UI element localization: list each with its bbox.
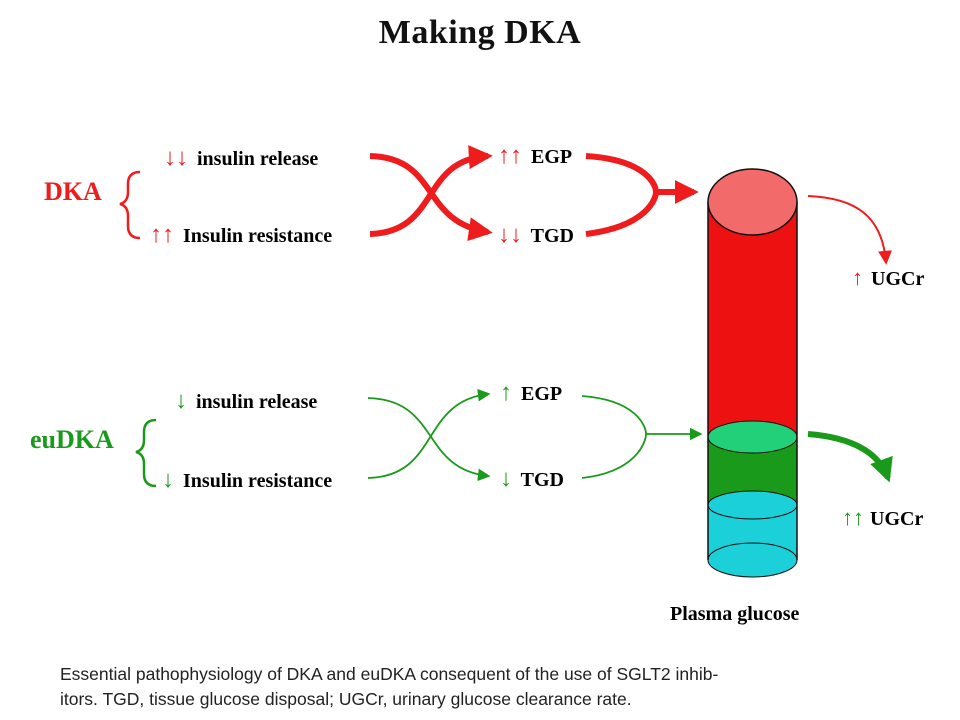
dka-out-tgd-arrows: ↓↓ <box>498 222 522 248</box>
caption-line-1: Essential pathophysiology of DKA and euD… <box>60 664 719 684</box>
eudka-out-tgd: ↓ TGD <box>500 466 564 492</box>
eudka-input1-arrows: ↓ <box>175 388 187 414</box>
dka-cross-arrow-up <box>369 145 493 237</box>
dka-input2-arrows: ↑↑ <box>150 222 174 248</box>
dka-ugcr-arrows: ↑ <box>852 265 863 290</box>
dka-out-tgd-text: TGD <box>531 225 574 247</box>
dka-input1: ↓↓ insulin release <box>164 145 318 171</box>
eudka-group-label: euDKA <box>30 425 114 454</box>
eudka-input2: ↓ Insulin resistance <box>162 467 332 493</box>
eudka-ugcr-arrows: ↑↑ <box>842 505 864 530</box>
dka-out-egp-text: EGP <box>531 146 572 168</box>
cylinder-cyan-top <box>707 490 798 520</box>
dka-out-egp: ↑↑ EGP <box>498 143 572 169</box>
eudka-input2-arrows: ↓ <box>162 467 174 493</box>
dka-merge-curve <box>585 153 660 237</box>
eudka-out-tgd-text: TGD <box>521 469 564 491</box>
eudka-out-egp-arrows: ↑ <box>500 380 512 406</box>
eudka-ugcr-arrow <box>807 431 893 483</box>
eudka-cross-arrow-down <box>367 397 491 482</box>
dka-brace <box>119 170 141 240</box>
dka-out-tgd: ↓↓ TGD <box>498 222 574 248</box>
eudka-ugcr: ↑↑ UGCr <box>842 505 923 530</box>
eudka-input1: ↓ insulin release <box>175 388 317 414</box>
cylinder-green-top <box>707 420 798 454</box>
dka-input2-text: Insulin resistance <box>183 225 332 247</box>
eudka-ugcr-text: UGCr <box>870 508 923 530</box>
dka-group-label: DKA <box>44 177 102 206</box>
caption-line-2: itors. TGD, tissue glucose disposal; UGC… <box>60 689 632 709</box>
dka-ugcr-arrow <box>807 195 892 265</box>
eudka-cross-arrow-up <box>367 388 491 479</box>
cylinder-label: Plasma glucose <box>670 603 800 625</box>
dka-input1-arrows: ↓↓ <box>164 145 188 171</box>
plasma-glucose-cylinder <box>707 168 798 578</box>
cylinder-bottom <box>707 542 798 578</box>
slide-title: Making DKA <box>378 14 582 51</box>
eudka-brace <box>135 418 157 488</box>
eudka-out-tgd-arrows: ↓ <box>500 466 512 492</box>
cylinder-top <box>707 168 798 236</box>
dka-ugcr: ↑ UGCr <box>852 265 924 290</box>
dka-input2: ↑↑ Insulin resistance <box>150 222 332 248</box>
figure-caption: Essential pathophysiology of DKA and euD… <box>60 662 940 712</box>
eudka-merge-curve <box>581 395 647 479</box>
eudka-input1-text: insulin release <box>196 391 317 413</box>
eudka-out-egp: ↑ EGP <box>500 380 562 406</box>
cylinder-red-body <box>708 202 797 437</box>
dka-ugcr-text: UGCr <box>871 268 924 290</box>
dka-out-egp-arrows: ↑↑ <box>498 143 522 169</box>
eudka-out-egp-text: EGP <box>521 383 562 405</box>
dka-input1-text: insulin release <box>197 148 318 170</box>
eudka-input2-text: Insulin resistance <box>183 470 332 492</box>
